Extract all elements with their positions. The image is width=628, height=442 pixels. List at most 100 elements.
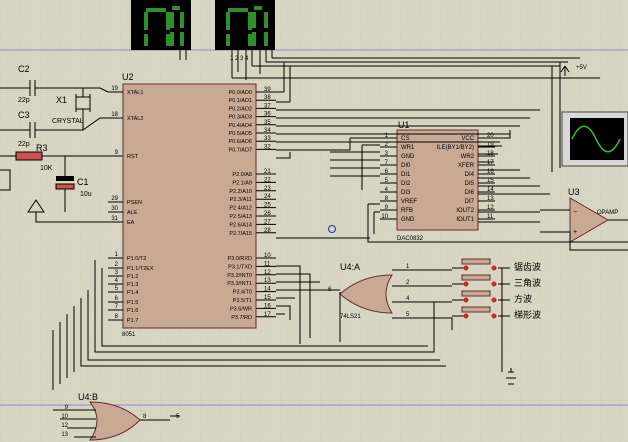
- capacitor-c1[interactable]: C1 10u: [55, 156, 92, 212]
- u4b-out-pin: 8: [143, 414, 147, 420]
- u1-pin-name: DI1: [401, 172, 411, 178]
- u2-pin-number: 28: [264, 228, 271, 234]
- u2-pin-number: 32: [264, 144, 271, 150]
- crystal-x1[interactable]: X1 CRYSTAL: [52, 87, 109, 131]
- switch-2[interactable]: 三角波: [452, 274, 541, 288]
- u1-pin-name: VREF: [401, 199, 417, 205]
- u1-pin-number: 8: [385, 196, 389, 202]
- u1-pin-name: DI3: [401, 190, 411, 196]
- u1-pin-number: 14: [487, 187, 494, 193]
- u2-right-pins: 39P0.0/AD038P0.1/AD137P0.2/AD236P0.3/AD3…: [227, 87, 276, 321]
- switch-3[interactable]: 方波: [452, 290, 532, 304]
- u4a-ref: U4:A: [340, 262, 360, 272]
- u2-ref: U2: [122, 72, 134, 82]
- u1-pin-number: 12: [487, 205, 494, 211]
- u1-pin-number: 3: [385, 151, 389, 157]
- u2-pin-name: P1.3: [127, 282, 138, 288]
- u2-pin-number: 9: [115, 150, 119, 156]
- u2-pin-number: 6: [115, 296, 119, 302]
- opamp-u3[interactable]: U3 − + OPAMP: [540, 187, 628, 251]
- opamp-minus: −: [573, 209, 577, 216]
- c1-value: 10u: [80, 191, 92, 198]
- switch-actuator[interactable]: [461, 274, 491, 281]
- u2-pin-number: 15: [264, 295, 271, 301]
- u1-pin-number: 17: [487, 160, 494, 166]
- gate-a-pin-number: 2: [406, 280, 410, 286]
- oscilloscope-display[interactable]: [561, 111, 628, 167]
- u2-pin-number: 2: [115, 262, 119, 268]
- switch-1[interactable]: 锯齿波: [452, 258, 541, 272]
- u2-pin-name: XTAL2: [127, 116, 143, 122]
- u1-pin-number: 15: [487, 178, 494, 184]
- switch-contact: [491, 313, 497, 319]
- display-pin-labels: 1 2 3 4: [230, 56, 249, 62]
- u1-pin-name: VCC: [461, 136, 474, 142]
- u2-pin-name: P3.7/RD: [231, 315, 252, 321]
- switch-4[interactable]: 梯形波: [452, 306, 541, 320]
- x1-ref: X1: [56, 95, 67, 105]
- u2-pin-name: P0.2/AD2: [228, 106, 252, 112]
- u2-pin-name: P0.4/AD4: [228, 123, 252, 129]
- u1-pin-name: CS: [401, 136, 409, 142]
- r3-value: 10K: [40, 165, 53, 172]
- switch-actuator[interactable]: [461, 258, 491, 265]
- switch-actuator[interactable]: [461, 306, 491, 313]
- u2-pin-number: 27: [264, 219, 271, 225]
- u2-pin-name: P1.7: [127, 318, 138, 324]
- u2-pin-number: 5: [115, 286, 119, 292]
- u2-pin-number: 21: [264, 169, 271, 175]
- u2-pin-number: 26: [264, 211, 271, 217]
- u1-pin-number: 16: [487, 169, 494, 175]
- u2-pin-name: P0.6/AD6: [228, 139, 252, 145]
- u2-pin-name: P3.5/T1: [233, 298, 252, 304]
- u2-pin-number: 17: [264, 312, 271, 318]
- u1-pin-number: 1: [385, 133, 389, 139]
- u2-pin-number: 13: [264, 278, 271, 284]
- u2-pin-name: P2.1/A9: [232, 180, 252, 186]
- probe-marker[interactable]: [328, 225, 336, 233]
- switch-actuator[interactable]: [461, 290, 491, 297]
- u2-pin-name: P1.5: [127, 300, 138, 306]
- gate-b-pin-number: 10: [61, 414, 68, 420]
- u1-pin-name: ILE(BY1/BY2): [437, 145, 474, 151]
- u2-pin-number: 35: [264, 120, 271, 126]
- gate-a-pin-number: 5: [406, 312, 410, 318]
- u2-pin-name: P3.1/TXD: [228, 264, 252, 270]
- u2-pin-number: 31: [111, 216, 118, 222]
- u1-pin-name: GND: [401, 217, 415, 223]
- seven-segment-display-2[interactable]: [215, 0, 275, 50]
- u2-pin-number: 19: [111, 86, 118, 92]
- u1-right-pins: 20VCC19ILE(BY1/BY2)18WR217XFER16DI415DI5…: [437, 133, 495, 223]
- u2-pin-number: 8: [115, 314, 119, 320]
- microcontroller-u2[interactable]: U2 8051 19XTAL118XTAL29RST29PSEN30ALE31E…: [108, 72, 276, 338]
- gate-b-pin-number: 9: [65, 405, 69, 411]
- u1-pin-number: 7: [385, 160, 389, 166]
- capacitor-c2[interactable]: C2 22p: [0, 64, 60, 104]
- u2-pin-number: 38: [264, 95, 271, 101]
- resistor-r3[interactable]: R3 10K: [0, 143, 108, 172]
- switch-label: 梯形波: [514, 309, 541, 320]
- u1-pin-number: 10: [381, 214, 388, 220]
- u2-pin-name: P0.7/AD7: [228, 147, 252, 153]
- u3-ref: U3: [568, 187, 580, 197]
- gate-a-pin-number: 1: [406, 264, 410, 270]
- u2-pin-number: 16: [264, 303, 271, 309]
- c2-ref: C2: [18, 64, 30, 74]
- capacitor-c3[interactable]: C3 22p: [0, 110, 60, 148]
- u2-pin-name: RST: [127, 154, 139, 160]
- switch-contact: [463, 281, 469, 287]
- u2-part: 8051: [122, 332, 136, 338]
- switch-label: 三角波: [514, 277, 541, 288]
- seven-segment-display-1[interactable]: [131, 0, 191, 50]
- u1-ref: U1: [398, 120, 410, 130]
- u1-pin-number: 4: [385, 187, 389, 193]
- u2-pin-name: EA: [127, 220, 135, 226]
- u4b-ref: U4:B: [78, 392, 98, 402]
- u1-pin-number: 11: [487, 214, 494, 220]
- switch-label: 方波: [514, 293, 532, 304]
